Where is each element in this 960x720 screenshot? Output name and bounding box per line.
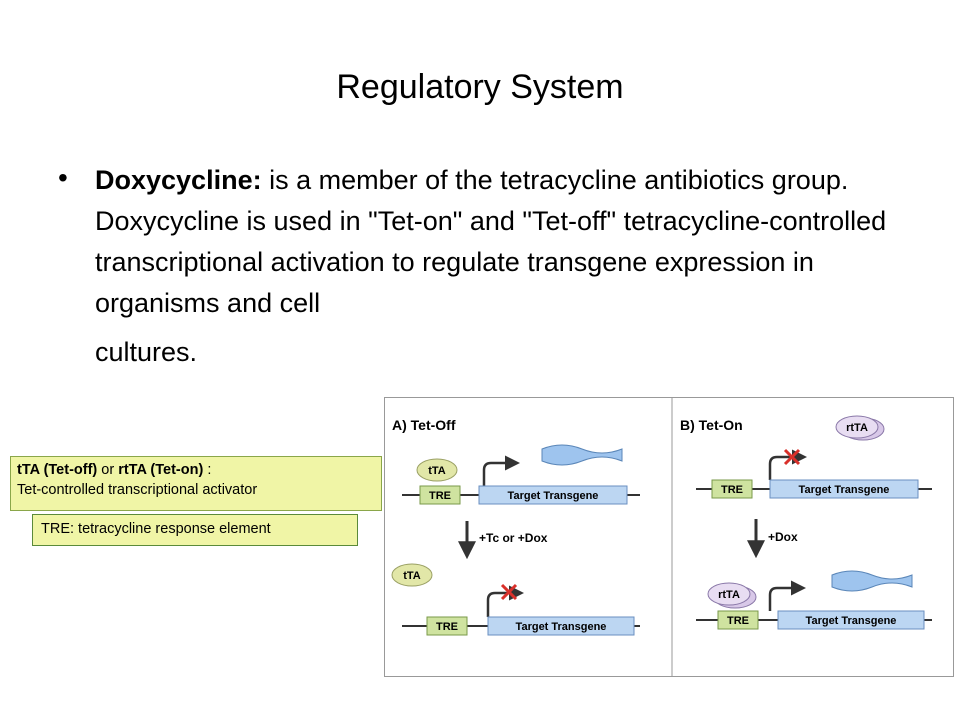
transcription-arrow-a2 [486, 585, 524, 617]
target-box-a1 [478, 485, 628, 505]
tre-box-b1-label: TRE [721, 484, 743, 496]
target-box-b1 [769, 479, 919, 499]
target-box-b2 [777, 610, 925, 630]
rtta-term: rtTA (Tet-on) [118, 462, 204, 478]
down-arrow-b-label: +Dox [768, 530, 798, 544]
panel-a-title: A) Tet-Off [392, 417, 456, 433]
tre-box-b1 [711, 479, 753, 499]
tre-box-a2 [426, 616, 468, 636]
bullet-text: Doxycycline: is a member of the tetracyc… [95, 160, 908, 373]
tre-box-b2 [717, 610, 759, 630]
down-arrow-a-label: +Tc or +Dox [479, 531, 548, 545]
bullet-dot: • [58, 162, 68, 193]
bullet-description: is a member of the tetracycline antibiot… [95, 165, 887, 318]
block-x-b [783, 448, 801, 466]
target-box-a2 [487, 616, 635, 636]
tta-free-a-label: tTA [403, 570, 421, 582]
slide-title: Regulatory System [336, 68, 624, 106]
rtta-bound-b-label: rtTA [718, 589, 740, 601]
target-box-a1-label: Target Transgene [508, 490, 599, 502]
target-box-b2-label: Target Transgene [806, 615, 897, 627]
figure-frame [384, 397, 954, 677]
rtta-bound-b [707, 582, 751, 606]
tta-bound-a-label: tTA [428, 465, 446, 477]
transcription-arrow-b [768, 449, 807, 480]
mrna-b [831, 570, 913, 592]
block-x-a [500, 583, 518, 601]
target-box-b1-label: Target Transgene [799, 484, 890, 496]
or-text: or [97, 462, 119, 478]
tre-callout: TRE: tetracycline response element [32, 514, 358, 546]
rtta-free-b [835, 415, 879, 439]
tta-bound-a [416, 458, 458, 482]
panel-b-title: B) Tet-On [680, 417, 743, 433]
activator-callout-line1: tTA (Tet-off) or rtTA (Tet-on) : [17, 460, 375, 480]
transcription-arrow-b2 [768, 580, 806, 611]
target-box-a2-label: Target Transgene [516, 621, 607, 633]
transcription-arrow-a [482, 455, 520, 486]
tre-box-a2-label: TRE [436, 621, 458, 633]
mrna-a [541, 444, 623, 466]
activator-callout: tTA (Tet-off) or rtTA (Tet-on) : Tet-con… [10, 456, 382, 511]
colon-text: : [203, 462, 212, 478]
tre-box-a1 [419, 485, 461, 505]
bullet-item: • Doxycycline: is a member of the tetrac… [58, 160, 908, 373]
tre-box-a1-label: TRE [429, 490, 451, 502]
tta-term: tTA (Tet-off) [17, 462, 98, 478]
activator-callout-line2: Tet-controlled transcriptional activator [17, 482, 258, 498]
rtta-free-b-label: rtTA [846, 422, 868, 434]
tet-system-figure: A) Tet-Off tTA TRE Target Transgene +Tc … [384, 397, 954, 677]
tta-free-a [391, 563, 433, 587]
tre-box-b2-label: TRE [727, 615, 749, 627]
bullet-last-word: cultures. [95, 337, 198, 367]
bullet-term: Doxycycline: [95, 165, 262, 195]
